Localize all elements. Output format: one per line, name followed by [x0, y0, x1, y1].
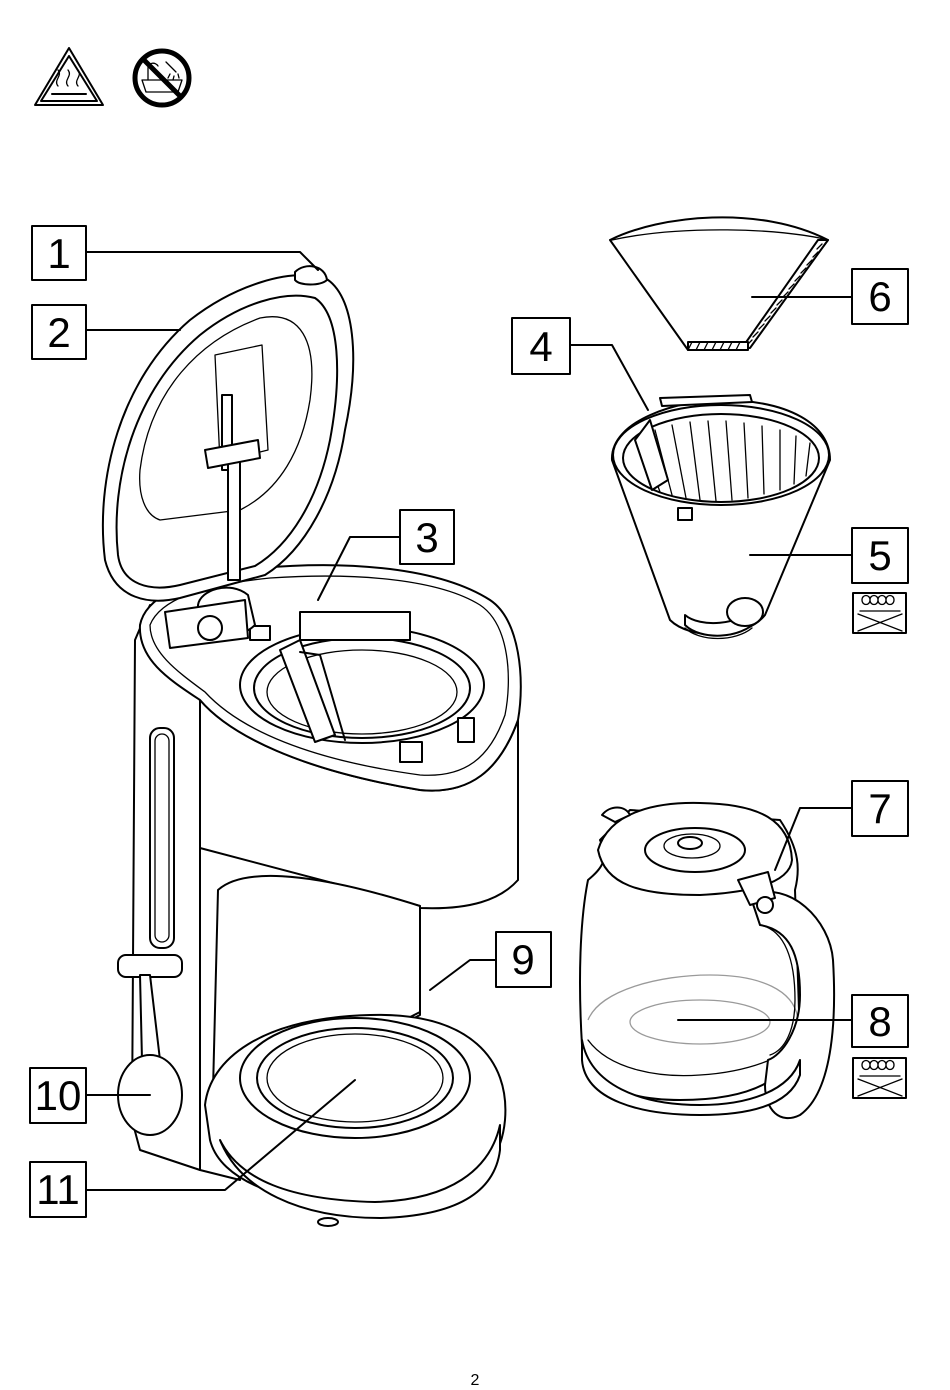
not-dishwasher-safe-icon: [853, 593, 906, 633]
callout-3: 3: [400, 510, 454, 564]
callout-5: 5: [852, 528, 908, 583]
svg-text:9: 9: [511, 936, 534, 983]
callout-4: 4: [512, 318, 570, 374]
callout-6: 6: [852, 269, 908, 324]
callout-11: 11: [30, 1162, 86, 1217]
callout-7: 7: [852, 781, 908, 836]
svg-text:10: 10: [35, 1072, 82, 1119]
carafe-illustration: [580, 803, 834, 1118]
not-dishwasher-safe-icon: [853, 1058, 906, 1098]
svg-text:7: 7: [868, 785, 891, 832]
callout-10: 10: [30, 1068, 86, 1123]
warming-plate: [240, 1018, 470, 1138]
coffee-maker-illustration: [103, 266, 521, 1226]
no-immersion-icon: [135, 51, 189, 105]
svg-text:8: 8: [868, 998, 891, 1045]
paper-filter-illustration: [610, 217, 828, 350]
svg-text:3: 3: [415, 514, 438, 561]
svg-text:2: 2: [47, 309, 70, 356]
callout-8: 8: [852, 995, 908, 1047]
callout-9: 9: [496, 932, 551, 987]
svg-text:11: 11: [36, 1166, 80, 1213]
svg-text:5: 5: [868, 532, 891, 579]
svg-text:4: 4: [529, 323, 552, 370]
page-number: 2: [0, 1372, 950, 1390]
callout-2: 2: [32, 305, 86, 359]
filter-holder-illustration: [612, 395, 830, 639]
svg-text:6: 6: [868, 273, 891, 320]
svg-text:1: 1: [47, 230, 70, 277]
hot-surface-warning-icon: [35, 48, 103, 105]
callout-1: 1: [32, 226, 86, 280]
